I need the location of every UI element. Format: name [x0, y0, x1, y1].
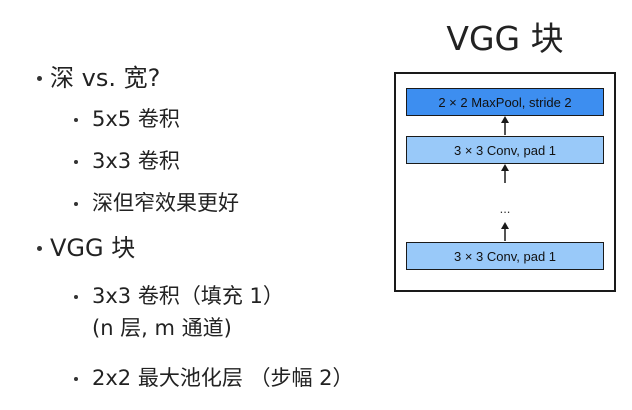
bullet-dot: [37, 76, 42, 81]
bullet-item-depth-vs-width: 深 vs. 宽?: [37, 64, 161, 92]
conv-block-bottom: 3 × 3 Conv, pad 1: [406, 242, 604, 270]
bullet-subitem-deep-narrow: 深但窄效果更好: [74, 191, 239, 215]
bullet-subitem-3x3-conv-pad: 3x3 卷积（填充 1）: [74, 284, 284, 308]
maxpool-block: 2 × 2 MaxPool, stride 2: [406, 88, 604, 116]
bullet-text: 3x3 卷积: [92, 149, 180, 173]
up-arrow-icon: [501, 116, 509, 135]
bullet-dot: [37, 246, 42, 251]
bullet-item-vgg-block: VGG 块: [37, 234, 136, 262]
bullet-subitem-5x5-conv: 5x5 卷积: [74, 107, 180, 131]
vgg-block-diagram: 2 × 2 MaxPool, stride 2 3 × 3 Conv, pad …: [394, 72, 616, 292]
bullet-dot: [74, 159, 78, 164]
bullet-subitem-maxpool: 2x2 最大池化层 （步幅 2）: [74, 366, 354, 390]
bullet-dot: [74, 201, 78, 206]
diagram-title: VGG 块: [446, 19, 564, 58]
up-arrow-icon: [501, 164, 509, 183]
up-arrow-icon: [501, 222, 509, 241]
conv-block-top: 3 × 3 Conv, pad 1: [406, 136, 604, 164]
bullet-list: 深 vs. 宽? 5x5 卷积 3x3 卷积 深但窄效果更好 VGG 块 3x3…: [37, 64, 354, 390]
bullet-text: VGG 块: [50, 234, 136, 262]
bullet-text: 3x3 卷积（填充 1）: [92, 284, 284, 308]
bullet-dot: [74, 294, 78, 299]
bullet-continuation-layers-channels: (n 层, m 通道): [92, 316, 232, 340]
bullet-dot: [74, 117, 78, 122]
bullet-text: 2x2 最大池化层 （步幅 2）: [92, 366, 354, 390]
bullet-dot: [74, 376, 78, 381]
ellipsis: ...: [499, 201, 511, 216]
bullet-subitem-3x3-conv: 3x3 卷积: [74, 149, 180, 173]
bullet-text: 深但窄效果更好: [92, 191, 239, 215]
bullet-text: 5x5 卷积: [92, 107, 180, 131]
bullet-text: 深 vs. 宽?: [50, 64, 161, 92]
